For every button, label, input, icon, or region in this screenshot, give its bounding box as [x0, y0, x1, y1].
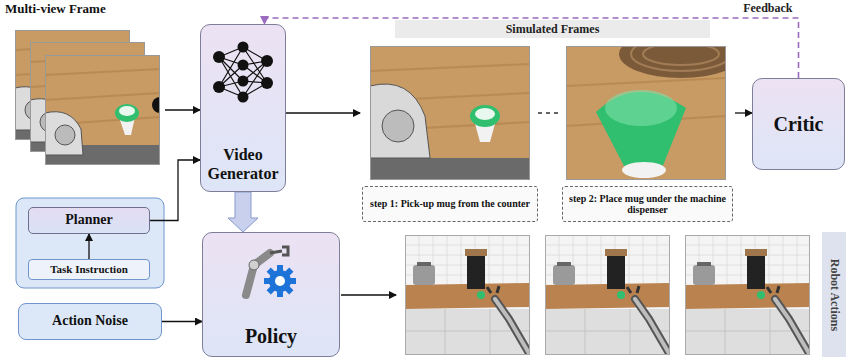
edge-label-box: Feedback: [743, 2, 792, 16]
multi-view-frames: [15, 30, 168, 165]
edge-label: Feedback: [743, 2, 792, 16]
node-text: Planner: [65, 212, 112, 228]
simulated-frames: [370, 30, 743, 180]
network-icon: [211, 41, 275, 103]
flow-arrow: [165, 109, 200, 110]
side-label: Robot Actions: [822, 232, 846, 357]
node-text: Critic: [774, 113, 824, 136]
input-box: Action Noise: [18, 303, 162, 340]
node-text: Multi-view Frame: [5, 2, 165, 17]
step-box: step 2: Place mug under the machine disp…: [562, 186, 733, 222]
side-label-text: Robot Actions: [827, 258, 841, 330]
frame-group: Simulated Frames step 1: Pick-up mug from…: [360, 20, 735, 225]
policy-icon: [240, 243, 302, 301]
policy-output-arrow: [341, 294, 396, 295]
model-box: Video Generator: [200, 24, 286, 192]
node-text: step 2: Place mug under the machine disp…: [567, 193, 728, 216]
feedback-arrow: [265, 18, 799, 78]
node-text: Action Noise: [52, 313, 128, 329]
image-stack: Multi-view Frame: [5, 2, 165, 167]
planner-group: [16, 198, 164, 288]
node-text: Policy: [245, 325, 297, 348]
robot-action-frames: [405, 235, 810, 355]
flow-arrow: [150, 160, 200, 221]
node-text: Task Instruction: [50, 263, 128, 276]
flow-arrow: [735, 112, 752, 113]
step-box: step 1: Pick-up mug from the counter: [362, 186, 538, 222]
planner-box: Planner: [28, 207, 150, 234]
policy-box: Policy: [202, 232, 340, 357]
node-text: Simulated Frames: [395, 20, 710, 38]
flow-arrow: [286, 112, 360, 113]
block-arrow: [228, 192, 258, 232]
flow-arrow: [88, 234, 89, 259]
node-text: step 1: Pick-up mug from the counter: [370, 198, 530, 210]
critic-box: Critic: [752, 78, 845, 170]
flow-arrow: [162, 321, 202, 322]
input-box: Task Instruction: [28, 259, 150, 280]
node-text: Video Generator: [205, 146, 281, 183]
robot-actions-strip: [822, 232, 846, 357]
